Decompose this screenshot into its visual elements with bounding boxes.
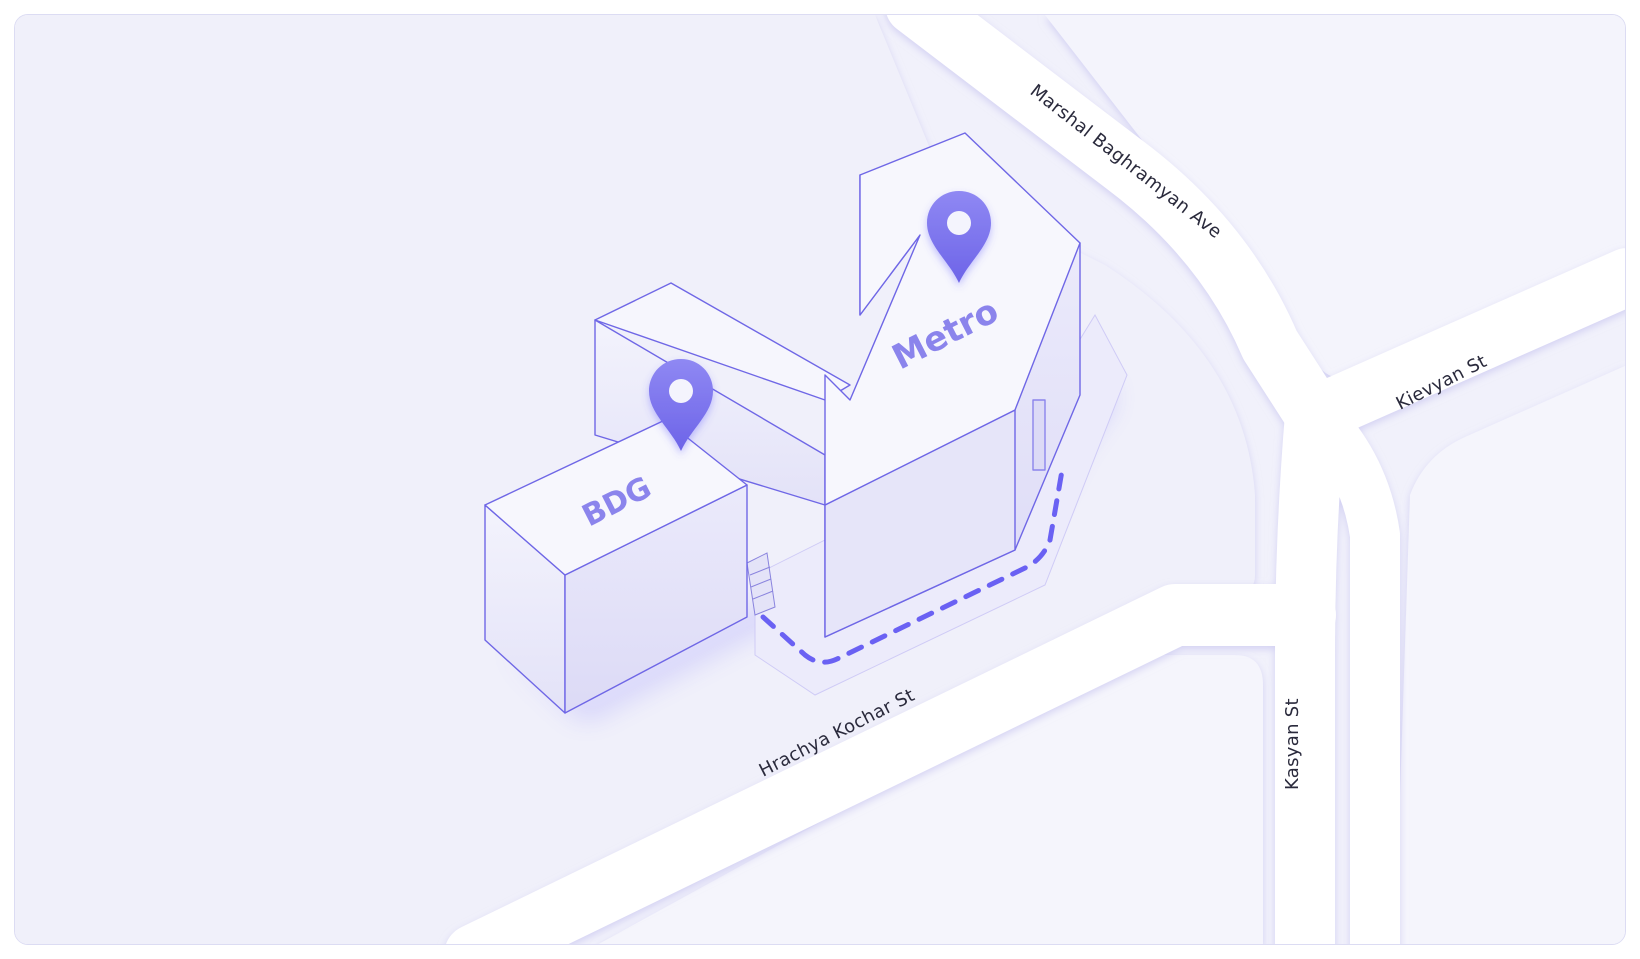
- road-marshal-baghramyan-ave: [886, 15, 1345, 445]
- road-kasyan-st-branch: [1290, 390, 1400, 944]
- street-label-kasyan-st: Kasyan St: [1282, 698, 1303, 790]
- isometric-map[interactable]: BDG Metro Marshal Baghramyan Ave Kievyan…: [15, 15, 1626, 945]
- map-frame: BDG Metro Marshal Baghramyan Ave Kievyan…: [14, 14, 1626, 945]
- building-steps: [746, 552, 776, 616]
- roads: [446, 15, 1625, 944]
- location-pin-icon[interactable]: [649, 359, 713, 451]
- walking-route: [760, 462, 1066, 665]
- road-kasyan-st: [1275, 385, 1345, 944]
- road-hrachya-kochar-st: [446, 584, 1336, 944]
- road-kievyan-st: [1286, 248, 1625, 444]
- metro-building[interactable]: [594, 132, 1081, 638]
- location-pin-icon[interactable]: [927, 191, 991, 283]
- bdg-building[interactable]: [484, 419, 748, 714]
